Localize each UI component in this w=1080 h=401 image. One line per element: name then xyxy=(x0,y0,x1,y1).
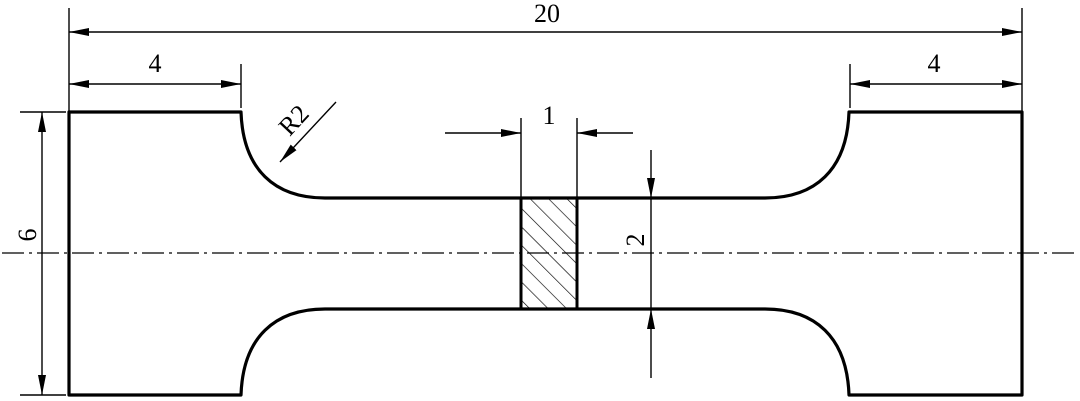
hatched-section xyxy=(519,196,579,311)
overall-length-label: 20 xyxy=(534,0,560,28)
specimen-outline xyxy=(67,110,1024,397)
right-grip-length-label: 4 xyxy=(928,49,941,78)
height-label: 6 xyxy=(13,229,42,242)
radius-label: R2 xyxy=(273,99,315,141)
left-grip-length-label: 4 xyxy=(149,49,162,78)
gauge-height-label: 2 xyxy=(621,234,650,247)
radius-leader-line xyxy=(279,101,337,163)
section-width-label: 1 xyxy=(543,101,556,130)
